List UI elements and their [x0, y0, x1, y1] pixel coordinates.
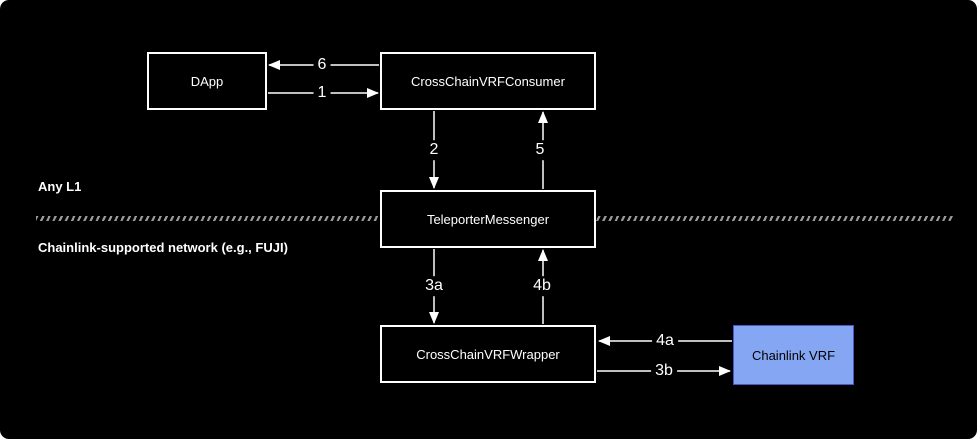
edge-label-4b: 4b: [529, 276, 555, 296]
node-crosschainvrfwrapper: CrossChainVRFWrapper: [380, 325, 596, 383]
region-label-chainlink-network: Chainlink-supported network (e.g., FUJI): [38, 240, 288, 255]
edge-label-3b: 3b: [651, 361, 677, 381]
edge-label-2: 2: [425, 140, 443, 160]
node-chainlink-vrf: Chainlink VRF: [733, 325, 854, 385]
edge-label-5: 5: [531, 140, 549, 160]
node-teleportermessenger: TeleporterMessenger: [380, 190, 596, 248]
node-crosschainvrfconsumer: CrossChainVRFConsumer: [380, 52, 596, 110]
edge-label-4a: 4a: [652, 331, 678, 351]
edge-label-3a: 3a: [421, 276, 447, 296]
node-crosschainvrfconsumer-label: CrossChainVRFConsumer: [411, 73, 565, 89]
node-teleportermessenger-label: TeleporterMessenger: [426, 211, 550, 227]
edge-label-6: 6: [313, 55, 331, 75]
node-dapp: DApp: [147, 52, 267, 110]
node-crosschainvrfwrapper-label: CrossChainVRFWrapper: [416, 346, 560, 362]
edge-label-1: 1: [313, 83, 331, 103]
node-dapp-label: DApp: [190, 73, 224, 89]
node-chainlink-vrf-label: Chainlink VRF: [751, 347, 836, 363]
region-label-any-l1: Any L1: [38, 179, 82, 194]
